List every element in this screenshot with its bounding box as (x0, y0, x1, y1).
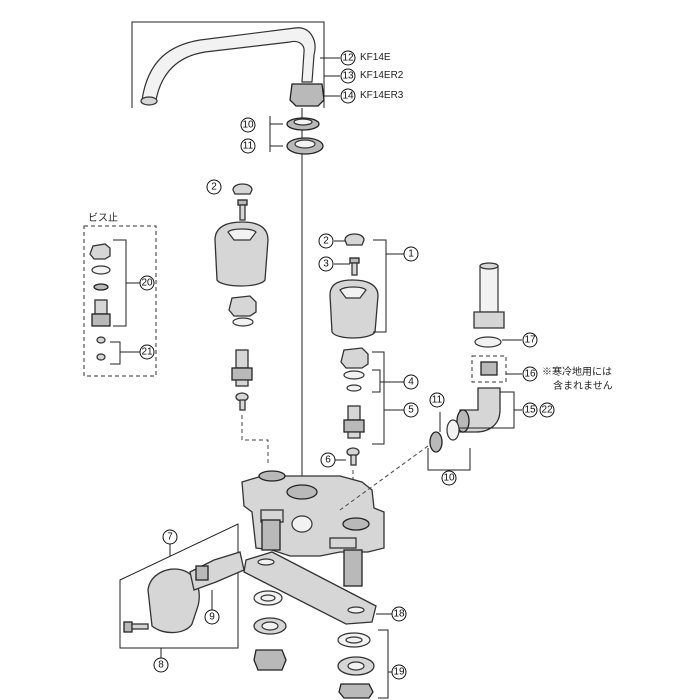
svg-text:10: 10 (443, 473, 455, 484)
left-screw (237, 199, 248, 221)
callout-14: 14 (340, 88, 356, 104)
callout-7: 7 (162, 529, 178, 545)
svg-text:11: 11 (432, 395, 443, 406)
svg-text:4: 4 (408, 377, 414, 388)
callout-13: 13 (340, 68, 356, 84)
lower-cartridge-9 (189, 551, 245, 591)
supply-ring-10 (429, 431, 443, 453)
elbow-joint (456, 387, 501, 433)
spout-bracket (131, 21, 325, 108)
screw-stop-parts (89, 243, 111, 361)
spout-ring-10 (286, 117, 320, 131)
model-label-kf14er2: KF14ER2 (360, 70, 404, 81)
callout-11b: 11 (429, 392, 445, 408)
svg-text:22: 22 (541, 405, 553, 416)
callout-21: 21 (139, 344, 155, 360)
callout-11a: 11 (240, 138, 256, 154)
callout-19: 19 (391, 664, 407, 680)
right-nut (340, 347, 369, 369)
svg-text:13: 13 (342, 71, 354, 82)
right-screw (349, 257, 360, 276)
svg-text:3: 3 (323, 259, 329, 270)
mounting-plate (243, 551, 377, 625)
right-cartridge (343, 405, 365, 439)
spout (140, 27, 325, 107)
callout-1: 1 (403, 246, 419, 262)
callout-18: 18 (391, 606, 407, 622)
faucet-body (241, 470, 385, 587)
callout-2a: 2 (206, 179, 222, 195)
cold-region-note-line1: ※寒冷地用には (542, 367, 612, 378)
callout-15: 15 (522, 402, 538, 418)
svg-text:19: 19 (393, 667, 405, 678)
svg-text:10: 10 (242, 120, 254, 131)
callout-5: 5 (403, 402, 419, 418)
callout-3: 3 (318, 256, 334, 272)
callout-6: 6 (320, 452, 336, 468)
callout-8: 8 (153, 657, 169, 673)
svg-text:18: 18 (393, 609, 405, 620)
svg-text:9: 9 (209, 612, 215, 623)
callout-17: 17 (522, 332, 538, 348)
right-cap (344, 233, 365, 246)
svg-text:16: 16 (524, 369, 536, 380)
svg-text:11: 11 (243, 141, 254, 152)
callout-10b: 10 (441, 470, 457, 486)
callout-22: 22 (539, 402, 555, 418)
left-nut (228, 295, 257, 317)
callout-9: 9 (204, 609, 220, 625)
svg-text:6: 6 (325, 455, 331, 466)
screw-stop-label: ビス止 (88, 213, 118, 224)
svg-text:5: 5 (408, 405, 414, 416)
left-stem (235, 392, 249, 411)
svg-text:20: 20 (141, 278, 153, 289)
svg-text:7: 7 (167, 532, 173, 543)
callout-4: 4 (403, 374, 419, 390)
lower-left-bracket (119, 523, 239, 649)
left-cap (232, 183, 253, 195)
svg-text:1: 1 (408, 249, 414, 260)
left-handle (214, 221, 269, 287)
cold-region-box (471, 355, 507, 383)
right-washer (343, 370, 365, 392)
model-label-kf14e: KF14E (360, 52, 391, 63)
callout-2b: 2 (318, 233, 334, 249)
cold-region-note-line2: 含まれません (553, 381, 613, 392)
left-lower-washers (253, 590, 287, 671)
supply-pipe (473, 262, 505, 329)
callout-10a: 10 (240, 117, 256, 133)
supply-gasket-17 (474, 336, 502, 348)
callout-20: 20 (139, 275, 155, 291)
svg-text:2: 2 (323, 236, 329, 247)
right-handle (329, 279, 379, 339)
right-stem (346, 447, 360, 466)
cold-region-part-16 (480, 361, 498, 376)
model-label-kf14er3: KF14ER3 (360, 90, 404, 101)
svg-text:8: 8 (158, 660, 164, 671)
screw-stop-box (83, 225, 157, 377)
svg-text:12: 12 (342, 53, 354, 64)
right-lower-washers (337, 632, 375, 699)
svg-text:17: 17 (524, 335, 536, 346)
svg-text:14: 14 (342, 91, 354, 102)
lower-screw-8 (123, 621, 149, 633)
svg-text:2: 2 (211, 182, 217, 193)
svg-text:21: 21 (141, 347, 153, 358)
callout-12: 12 (340, 50, 356, 66)
supply-ring-11 (446, 419, 460, 441)
svg-text:15: 15 (524, 405, 536, 416)
left-cartridge (231, 349, 253, 387)
spout-ring-11 (286, 137, 324, 155)
callout-16: 16 (522, 366, 538, 382)
left-washer (232, 317, 254, 327)
